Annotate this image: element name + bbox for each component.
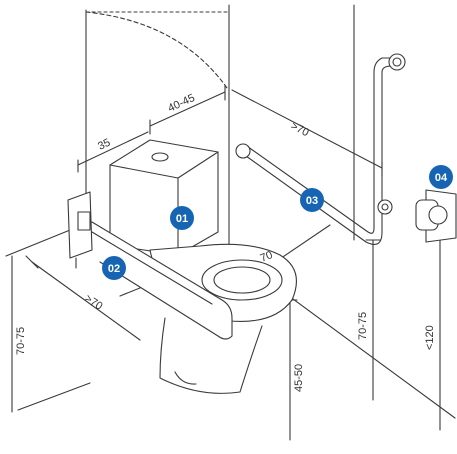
badge-03: 03 — [300, 188, 324, 212]
badge-04: 04 — [429, 165, 453, 189]
left-dimension-lines — [5, 227, 141, 413]
dim-side-rail-depth: >70 — [82, 292, 104, 312]
svg-text:04: 04 — [435, 172, 448, 184]
fold-up-grab-rail — [67, 191, 233, 340]
paper-dispenser — [415, 189, 457, 243]
dim-seat-height: 45-50 — [293, 364, 305, 392]
door-swing-arc — [85, 11, 228, 89]
dim-rail-height-right: 70-75 — [357, 312, 369, 340]
svg-text:02: 02 — [108, 263, 120, 275]
toilet — [109, 139, 297, 394]
dim-rear-wall-length: >70 — [289, 120, 311, 139]
dim-dispenser-height: <120 — [424, 325, 436, 350]
dim-rail-height-left: 70-75 — [15, 327, 27, 355]
svg-text:01: 01 — [176, 213, 188, 225]
badges: 01 02 03 04 — [102, 165, 453, 280]
badge-02: 02 — [102, 256, 126, 280]
dim-back-offset: 35 — [96, 137, 112, 153]
l-shaped-grab-bar — [235, 53, 406, 245]
svg-text:03: 03 — [306, 195, 318, 207]
dim-front-clearance: 70 — [259, 249, 275, 265]
badge-01: 01 — [170, 206, 194, 230]
